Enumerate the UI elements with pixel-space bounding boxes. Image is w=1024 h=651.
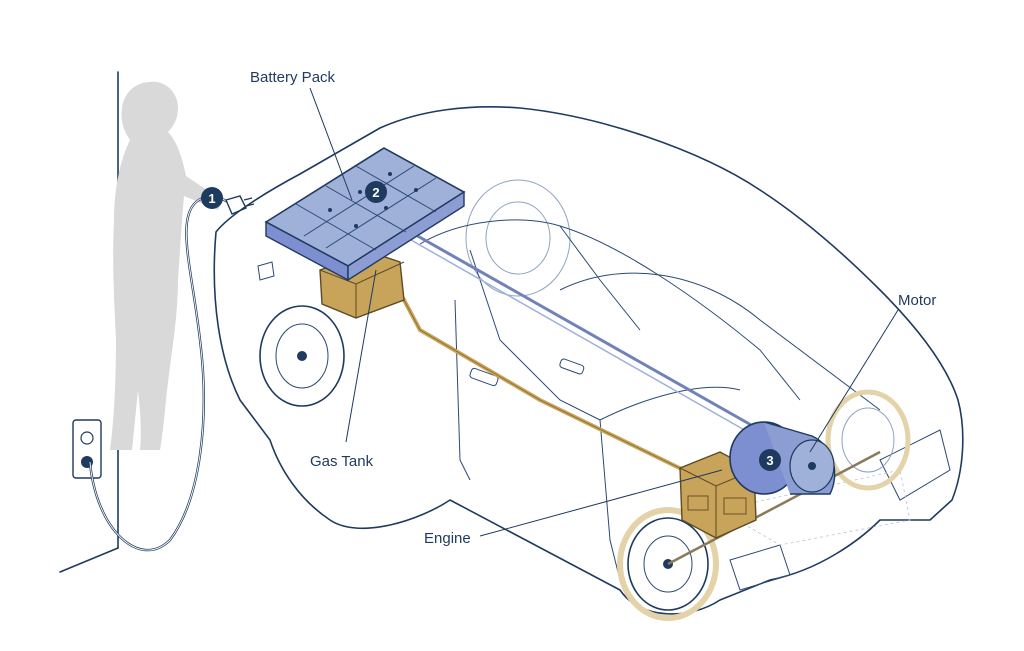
person-silhouette-icon: [110, 81, 222, 450]
svg-text:1: 1: [208, 191, 215, 206]
marker-2: 2: [365, 181, 387, 203]
svg-text:2: 2: [372, 185, 379, 200]
front-wheel-far: [825, 389, 911, 491]
car-body: [213, 106, 964, 615]
marker-1: 1: [201, 187, 223, 209]
marker-3: 3: [759, 449, 781, 471]
battery-pack: [264, 147, 466, 282]
svg-text:3: 3: [766, 453, 773, 468]
fuel-line: [384, 268, 701, 480]
gas-tank-label: Gas Tank: [310, 453, 374, 470]
battery-cables: [399, 224, 763, 441]
wall-outlet-icon: [72, 419, 102, 479]
wall: [59, 71, 119, 573]
rear-wheel: [259, 305, 345, 407]
motor-label: Motor: [898, 292, 936, 309]
engine-label: Engine: [424, 530, 471, 547]
rear-wheel-far: [465, 179, 571, 297]
battery-pack-label: Battery Pack: [250, 69, 336, 86]
drive-axle: [667, 450, 881, 566]
leader-lines: [309, 87, 899, 537]
motor: [729, 421, 836, 495]
